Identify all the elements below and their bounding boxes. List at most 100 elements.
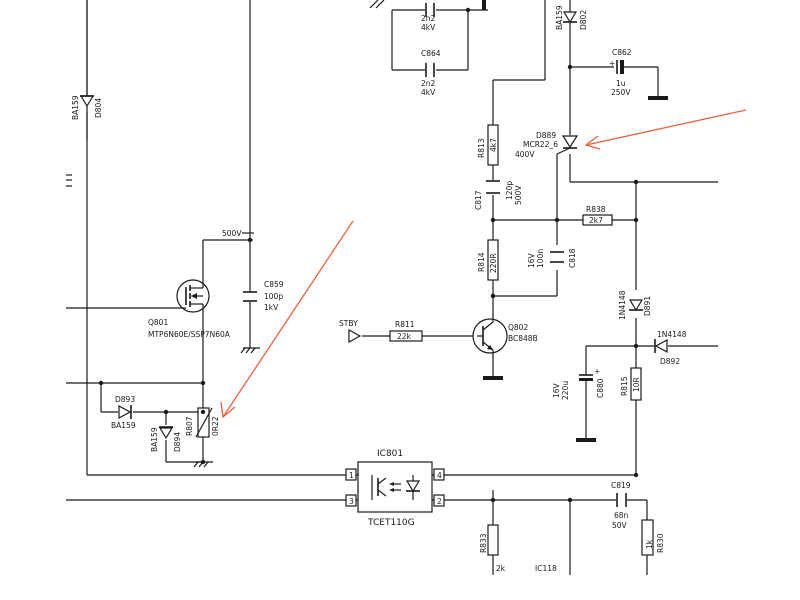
r811-value: 22k	[397, 332, 412, 341]
diode-d893: D893 BA159	[111, 395, 136, 430]
q802-type: BC848B	[508, 334, 538, 343]
q801-ref: Q801	[148, 318, 168, 327]
ground-symbols	[193, 0, 668, 468]
d802-type: BA159	[555, 5, 564, 30]
c817-value: 120p	[505, 181, 514, 200]
d892-ref: D892	[660, 357, 680, 366]
c880-voltage: 16V	[552, 382, 561, 398]
c859-voltage: 1kV	[264, 303, 279, 312]
c880-value: 220u	[561, 381, 570, 400]
r814-value: 220R	[489, 253, 498, 273]
r838-value: 2k7	[589, 216, 603, 225]
r833-value: 2k	[496, 564, 506, 573]
d889-type: MCR22_6	[523, 140, 558, 149]
capacitor-c817: C817 120p 500V	[474, 180, 523, 210]
net-500v-label: 500V	[222, 229, 242, 238]
c817-voltage: 500V	[514, 185, 523, 205]
c819-voltage: 50V	[612, 521, 628, 530]
r807-value: 0R22	[211, 416, 220, 436]
capacitor-c818: 16V 100n C818	[527, 248, 577, 268]
d889-voltage: 400V	[515, 150, 535, 159]
c864-ref: C864	[421, 49, 441, 58]
resistor-r811: R811 22k	[389, 320, 423, 342]
r807-ref: R807	[185, 416, 194, 436]
c818-voltage: 16V	[527, 252, 536, 268]
d893-ref: D893	[115, 395, 135, 404]
resistor-r807: R807 0R22	[185, 407, 220, 438]
d894-type: BA159	[150, 427, 159, 452]
d892-type: 1N4148	[657, 330, 687, 339]
c862-ref: C862	[612, 48, 632, 57]
resistor-r830: 1k R830	[641, 519, 665, 556]
c817-ref: C817	[474, 190, 483, 210]
capacitor-c864: C864 2n2 4kV	[421, 49, 441, 97]
diode-d891: 1N4148 D891	[618, 290, 652, 320]
capacitor-c880: + 16V 220u C880	[552, 367, 605, 400]
capacitor-c862: C862 + 1u 250V	[609, 48, 632, 97]
capacitor-c863: 2n2 4kV	[421, 3, 436, 32]
net-500v: 500V	[222, 229, 254, 238]
ic118-ref: IC118	[535, 564, 557, 573]
c863-value: 2n2	[421, 14, 436, 23]
ic801-type: TCET110G	[367, 518, 415, 528]
c862-voltage: 250V	[611, 88, 631, 97]
r830-ref: R830	[656, 533, 665, 553]
c863-voltage: 4kV	[421, 23, 436, 32]
bjt-q802: Q802 BC848B	[472, 317, 538, 355]
diode-d802: BA159 D802	[555, 5, 588, 30]
c859-ref: C859	[264, 280, 284, 289]
r838-ref: R838	[586, 205, 606, 214]
r815-value: 10R	[632, 377, 641, 392]
d804-type: BA159	[71, 95, 80, 120]
capacitor-c819: C819 68n 50V	[611, 481, 631, 530]
resistor-r833: R833 2k	[479, 524, 506, 573]
ground-hatch-c859	[240, 347, 260, 354]
q802-ref: Q802	[508, 323, 528, 332]
c859-value: 100p	[264, 292, 283, 301]
r830-value: 1k	[645, 539, 654, 549]
diode-d894: BA159 D894	[150, 426, 182, 452]
d802-ref: D802	[579, 10, 588, 30]
resistor-r815: R815 10R	[620, 367, 642, 401]
mosfet-q801: Q801 MTP6N60E/SSP7N60A	[148, 279, 231, 339]
c819-value: 68n	[614, 511, 629, 520]
resistor-r813: R813 4k7	[477, 124, 499, 166]
diode-d804: BA159 D804	[71, 95, 103, 120]
ic801-ref: IC801	[377, 449, 403, 459]
r813-ref: R813	[477, 138, 486, 158]
d891-ref: D891	[643, 296, 652, 316]
stby-input: STBY	[339, 319, 362, 344]
q801-type: MTP6N60E/SSP7N60A	[148, 330, 231, 339]
d894-ref: D894	[173, 432, 182, 452]
c862-value: 1u	[616, 79, 626, 88]
optocoupler-ic801: IC801 1 3 4 2 TCET110G	[345, 449, 445, 528]
r833-ref: R833	[479, 533, 488, 553]
thyristor-d889: D889 MCR22_6 400V	[515, 131, 579, 159]
c864-value: 2n2	[421, 79, 436, 88]
c818-ref: C818	[568, 248, 577, 268]
r815-ref: R815	[620, 376, 629, 396]
d891-type: 1N4148	[618, 290, 627, 320]
resistor-r838: R838 2k7	[582, 205, 613, 226]
ic801-pin4: 2	[437, 497, 442, 506]
r811-ref: R811	[395, 320, 415, 329]
c819-ref: C819	[611, 481, 631, 490]
ic801-pin3: 4	[437, 471, 442, 480]
ic801-pin2: 3	[349, 497, 354, 506]
r813-value: 4k7	[489, 138, 498, 152]
c862-plus-icon: +	[609, 59, 615, 68]
ic801-pin1: 1	[349, 471, 354, 480]
r814-ref: R814	[477, 252, 486, 272]
d889-ref: D889	[536, 131, 556, 140]
d893-type: BA159	[111, 421, 136, 430]
diode-d892: 1N4148 D892	[654, 330, 687, 366]
capacitor-c859: C859 100p 1kV	[243, 280, 284, 312]
c880-ref: C880	[596, 378, 605, 398]
wires	[66, 0, 718, 575]
stby-label: STBY	[339, 319, 358, 328]
c880-plus-icon: +	[594, 367, 600, 376]
c818-value: 100n	[536, 249, 545, 268]
resistor-r814: R814 220R	[477, 239, 499, 281]
